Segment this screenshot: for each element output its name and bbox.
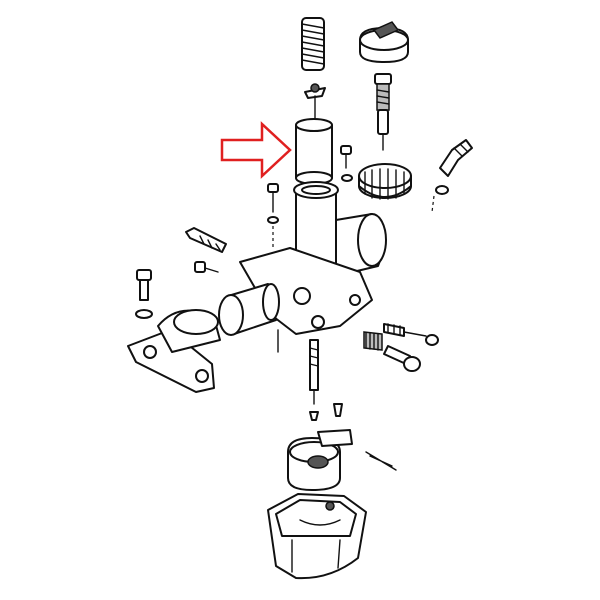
fuel-inlet — [431, 139, 473, 213]
left-screws — [135, 227, 227, 319]
right-screws — [363, 323, 439, 372]
throttle-slide — [295, 118, 333, 185]
jet-needle — [304, 83, 326, 126]
float-bowl — [267, 493, 367, 580]
slide-spring — [301, 17, 325, 71]
cap-ring — [358, 163, 412, 200]
intake-elbow — [127, 309, 221, 393]
main-jet — [309, 339, 343, 421]
carb-cap — [359, 21, 409, 63]
carb-body — [218, 181, 387, 353]
idle-adjuster — [374, 73, 392, 151]
body-screws — [267, 145, 353, 250]
highlight-arrow — [220, 121, 292, 179]
float — [287, 429, 397, 491]
